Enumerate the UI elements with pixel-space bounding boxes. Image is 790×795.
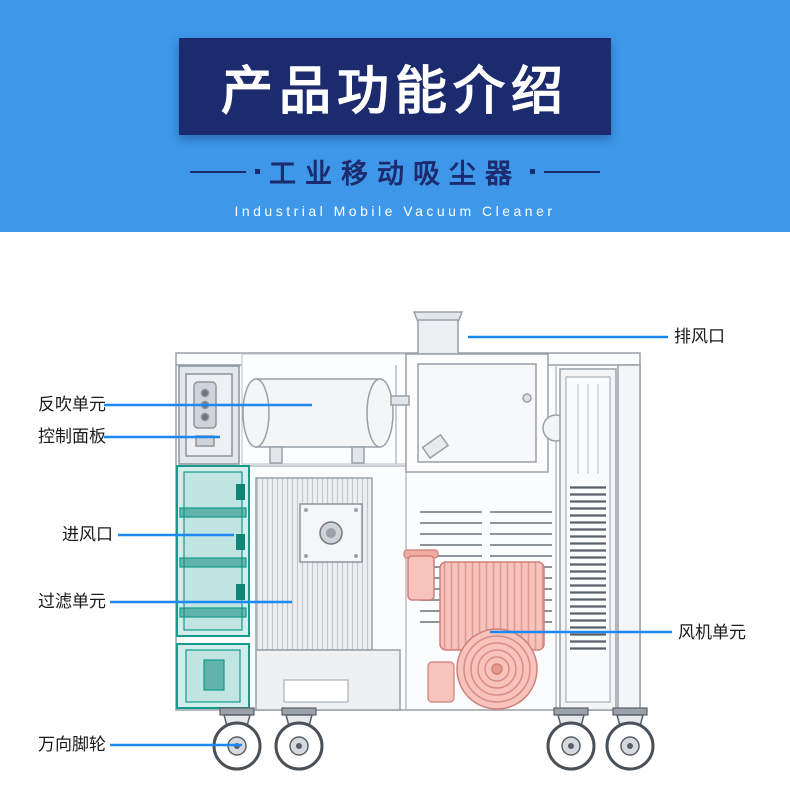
inlet-filter-column <box>176 465 250 637</box>
dust-bin <box>255 649 401 711</box>
subtitle-cn: 工业移动吸尘器 <box>269 159 521 189</box>
callout-label-fan-unit: 风机单元 <box>678 623 746 642</box>
callout-label-caster-wheels: 万向脚轮 <box>38 735 106 754</box>
exhaust-stack <box>412 311 464 355</box>
diagram-area: 排风口 反吹单元 控制面板 进风口 过滤单元 风机单元 万向脚轮 <box>0 232 790 795</box>
caster-wheels <box>212 707 655 771</box>
caster-wheel <box>546 707 596 771</box>
subtitle-en: Industrial Mobile Vacuum Cleaner <box>234 203 556 219</box>
subtitle-row: 工业移动吸尘器 <box>190 152 600 191</box>
louver-panel <box>559 368 617 711</box>
exhaust-chamber <box>405 353 549 473</box>
blower-unit <box>403 549 545 710</box>
lower-filter-box <box>176 643 250 709</box>
caster-wheel <box>274 707 324 771</box>
caster-wheel <box>212 707 262 771</box>
vacuum-cleaner-diagram <box>104 311 672 771</box>
decor-line-left <box>190 170 246 173</box>
callout-lines <box>104 335 672 747</box>
callout-label-exhaust-outlet: 排风口 <box>674 327 725 346</box>
pleated-filter <box>255 477 373 651</box>
callout-label-filter-unit: 过滤单元 <box>38 592 106 611</box>
callout-label-air-inlet: 进风口 <box>62 525 113 544</box>
callout-label-control-panel: 控制面板 <box>38 427 106 446</box>
decor-square-right <box>530 169 535 174</box>
title-box: 产品功能介绍 <box>179 38 611 135</box>
banner: 产品功能介绍 工业移动吸尘器 Industrial Mobile Vacuum … <box>0 0 790 232</box>
callout-label-backblow-unit: 反吹单元 <box>38 395 106 414</box>
decor-line-right <box>544 170 600 173</box>
backblow-tank <box>242 378 410 464</box>
decor-square-left <box>255 169 260 174</box>
control-panel-graphic <box>178 365 240 465</box>
page-title: 产品功能介绍 <box>220 63 569 121</box>
caster-wheel <box>605 707 655 771</box>
